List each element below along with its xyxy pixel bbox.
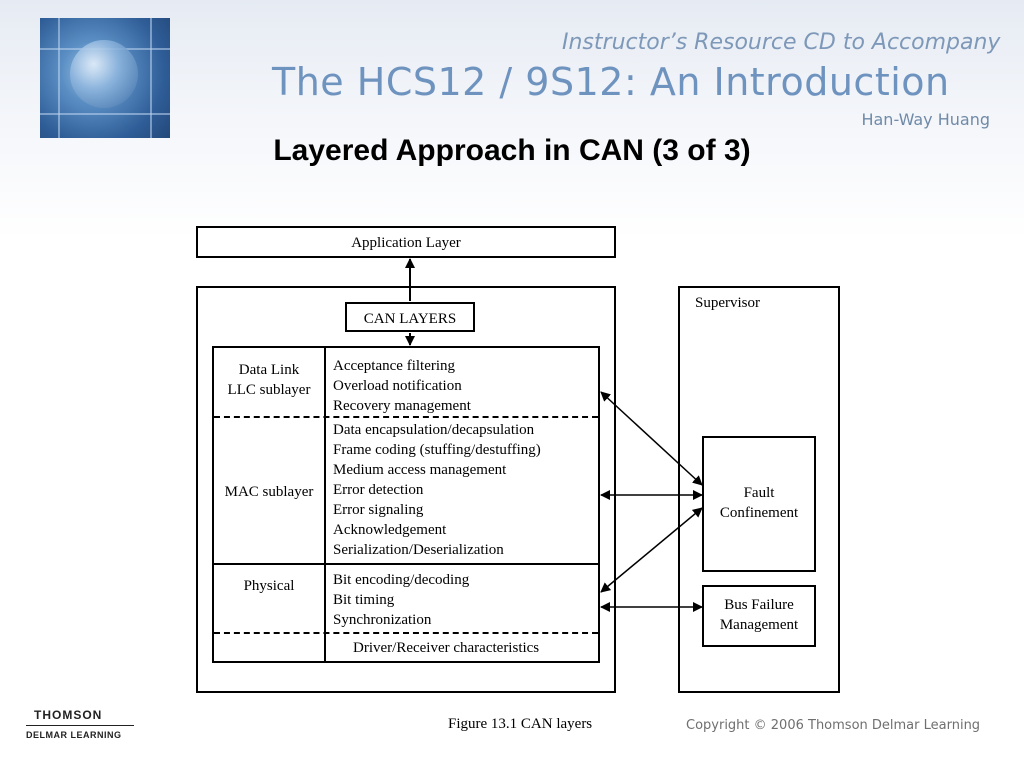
fault-confinement-label: Fault bbox=[743, 485, 775, 501]
application-layer-box: Application Layer bbox=[196, 226, 616, 258]
layer-table bbox=[212, 346, 600, 663]
mac-function: Data encapsulation/decapsulation bbox=[333, 422, 535, 438]
physical-label: Physical bbox=[243, 578, 295, 594]
supervisor-label: Supervisor bbox=[695, 295, 760, 311]
mac-function: Frame coding (stuffing/destuffing) bbox=[333, 442, 541, 458]
application-layer-label: Application Layer bbox=[351, 235, 461, 251]
copyright-notice: Copyright © 2006 Thomson Delmar Learning bbox=[686, 718, 981, 733]
mac-sublayer-label: MAC sublayer bbox=[224, 484, 314, 500]
book-cover-logo bbox=[40, 18, 170, 138]
mac-function: Error signaling bbox=[333, 502, 424, 518]
publisher-logo-rule bbox=[26, 725, 134, 726]
llc-function: Overload notification bbox=[333, 378, 462, 394]
mac-function: Error detection bbox=[333, 482, 424, 498]
mac-physical-divider bbox=[212, 563, 600, 565]
publisher-logo-delmar: DELMAR LEARNING bbox=[26, 730, 122, 740]
slide-title: Layered Approach in CAN (3 of 3) bbox=[273, 134, 751, 167]
mac-function: Medium access management bbox=[333, 462, 507, 478]
physical-function: Bit timing bbox=[333, 592, 395, 608]
globe-icon bbox=[70, 40, 138, 108]
llc-mac-divider bbox=[214, 416, 598, 418]
header-author: Han-Way Huang bbox=[861, 110, 990, 129]
mac-function: Acknowledgement bbox=[333, 522, 447, 538]
publisher-logo-thomson: THOMSON bbox=[34, 708, 103, 722]
data-link-label: Data Link bbox=[238, 362, 300, 378]
physical-fault-arrow bbox=[600, 507, 703, 593]
physical-function: Synchronization bbox=[333, 612, 432, 628]
bus-failure-label: Bus Failure bbox=[724, 597, 794, 613]
figure-caption: Figure 13.1 CAN layers bbox=[448, 716, 593, 732]
bus-failure-label: Management bbox=[719, 617, 799, 633]
fault-confinement-box: Fault Confinement bbox=[702, 436, 816, 572]
llc-sublayer-label: LLC sublayer bbox=[227, 382, 311, 398]
driver-receiver-label: Driver/Receiver characteristics bbox=[353, 640, 540, 656]
header-subtitle: Instructor’s Resource CD to Accompany bbox=[562, 30, 1001, 55]
mac-function: Serialization/Deserialization bbox=[333, 542, 504, 558]
llc-fault-arrow bbox=[600, 391, 703, 486]
can-layers-label: CAN LAYERS bbox=[363, 311, 457, 327]
bus-failure-management-box: Bus Failure Management bbox=[702, 585, 816, 647]
llc-function: Recovery management bbox=[333, 398, 471, 414]
llc-function: Acceptance filtering bbox=[333, 358, 456, 374]
header-title: The HCS12 / 9S12: An Introduction bbox=[272, 60, 950, 104]
can-layers-box: CAN LAYERS bbox=[345, 302, 475, 332]
table-column-divider bbox=[324, 346, 326, 663]
physical-driver-divider bbox=[214, 632, 598, 634]
physical-function: Bit encoding/decoding bbox=[333, 572, 470, 588]
fault-confinement-label: Confinement bbox=[719, 505, 799, 521]
